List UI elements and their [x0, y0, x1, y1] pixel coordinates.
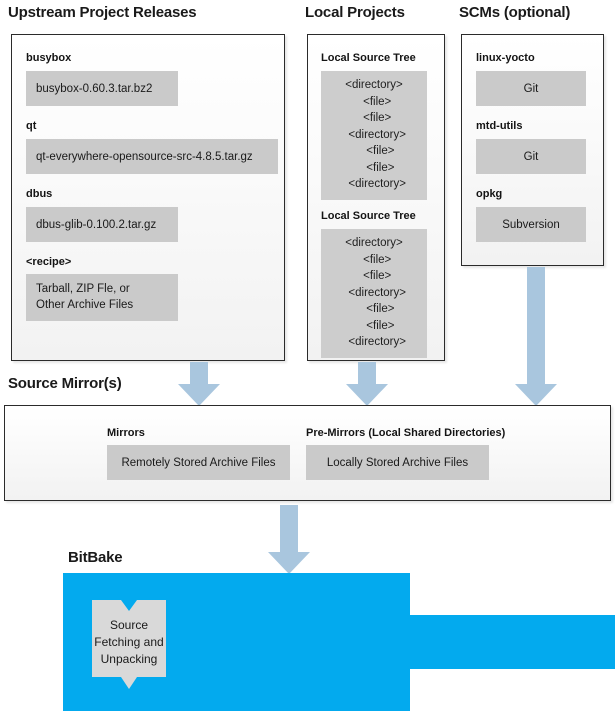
tree-line: <file> — [353, 303, 395, 315]
tree-line: <file> — [356, 95, 392, 108]
tree-line: <directory> — [342, 178, 406, 190]
scms-item-value-linux-yocto: Git — [476, 71, 586, 106]
task-line-3: Unpacking — [100, 652, 158, 666]
task-line-2: Fetching and — [94, 635, 164, 649]
tree-line: <file> — [356, 270, 392, 282]
upstream-item-value-dbus: dbus-glib-0.100.2.tar.gz — [26, 207, 178, 242]
upstream-item-label-busybox: busybox — [26, 52, 72, 64]
source-mirrors-item-label-pre-mirrors: Pre-Mirrors (Local Shared Directories) — [306, 427, 506, 439]
tree-line: <file> — [353, 319, 395, 332]
source-mirrors-heading: Source Mirror(s) — [8, 375, 122, 392]
down-arrow-scms-to-mirror — [514, 267, 558, 407]
tree-line: <file> — [356, 112, 392, 124]
local-source-tree-box-2: <directory> <file> <file> <directory> <f… — [321, 229, 427, 358]
tree-line: <directory> — [342, 336, 406, 348]
tree-line: <directory> — [345, 237, 403, 249]
scms-heading: SCMs (optional) — [459, 4, 571, 21]
bitbake-heading: BitBake — [68, 549, 123, 566]
scms-item-value-opkg: Subversion — [476, 207, 586, 242]
tree-line: <file> — [353, 161, 395, 174]
recipe-value-line2: Other Archive Files — [36, 299, 134, 311]
upstream-project-releases-heading: Upstream Project Releases — [8, 4, 197, 21]
source-mirrors-item-value-pre-mirrors: Locally Stored Archive Files — [306, 445, 489, 480]
upstream-item-value-recipe: Tarball, ZIP Fle, or Other Archive Files — [26, 274, 178, 321]
recipe-value-line1: Tarball, ZIP Fle, or — [36, 283, 130, 295]
local-source-tree-label-1: Local Source Tree — [321, 52, 416, 64]
bitbake-process-shape — [63, 573, 615, 711]
upstream-project-releases-panel: busybox busybox-0.60.3.tar.bz2 qt qt-eve… — [11, 34, 285, 361]
upstream-item-label-qt: qt — [26, 120, 37, 132]
upstream-item-value-busybox: busybox-0.60.3.tar.bz2 — [26, 71, 178, 106]
source-fetching-and-unpacking-task: Source Fetching and Unpacking — [92, 600, 166, 690]
down-arrow-mirror-to-bitbake — [267, 505, 311, 575]
scms-item-label-mtd-utils: mtd-utils — [476, 120, 523, 132]
tree-line: <directory> — [342, 286, 406, 299]
scms-item-label-linux-yocto: linux-yocto — [476, 52, 535, 64]
tree-line: <file> — [356, 253, 392, 266]
source-mirrors-item-value-mirrors: Remotely Stored Archive Files — [107, 445, 290, 480]
upstream-item-value-qt: qt-everywhere-opensource-src-4.8.5.tar.g… — [26, 139, 278, 174]
scms-panel: linux-yocto Git mtd-utils Git opkg Subve… — [461, 34, 604, 266]
down-arrow-local-projects-to-mirror — [345, 362, 389, 407]
local-source-tree-label-2: Local Source Tree — [321, 210, 416, 222]
source-mirrors-panel: Mirrors Remotely Stored Archive Files Pr… — [4, 405, 611, 501]
task-line-1: Source — [109, 618, 149, 632]
scms-item-value-mtd-utils: Git — [476, 139, 586, 174]
tree-line: <directory> — [345, 79, 403, 91]
local-projects-panel: Local Source Tree <directory> <file> <fi… — [307, 34, 445, 361]
upstream-item-label-recipe: <recipe> — [26, 256, 72, 268]
tree-line: <file> — [353, 145, 395, 157]
tree-line: <directory> — [342, 128, 406, 141]
down-arrow-upstream-to-mirror — [177, 362, 221, 407]
local-projects-heading: Local Projects — [305, 4, 405, 21]
local-source-tree-box-1: <directory> <file> <file> <directory> <f… — [321, 71, 427, 200]
upstream-item-label-dbus: dbus — [26, 188, 53, 200]
scms-item-label-opkg: opkg — [476, 188, 503, 200]
source-mirrors-item-label-mirrors: Mirrors — [107, 427, 145, 439]
